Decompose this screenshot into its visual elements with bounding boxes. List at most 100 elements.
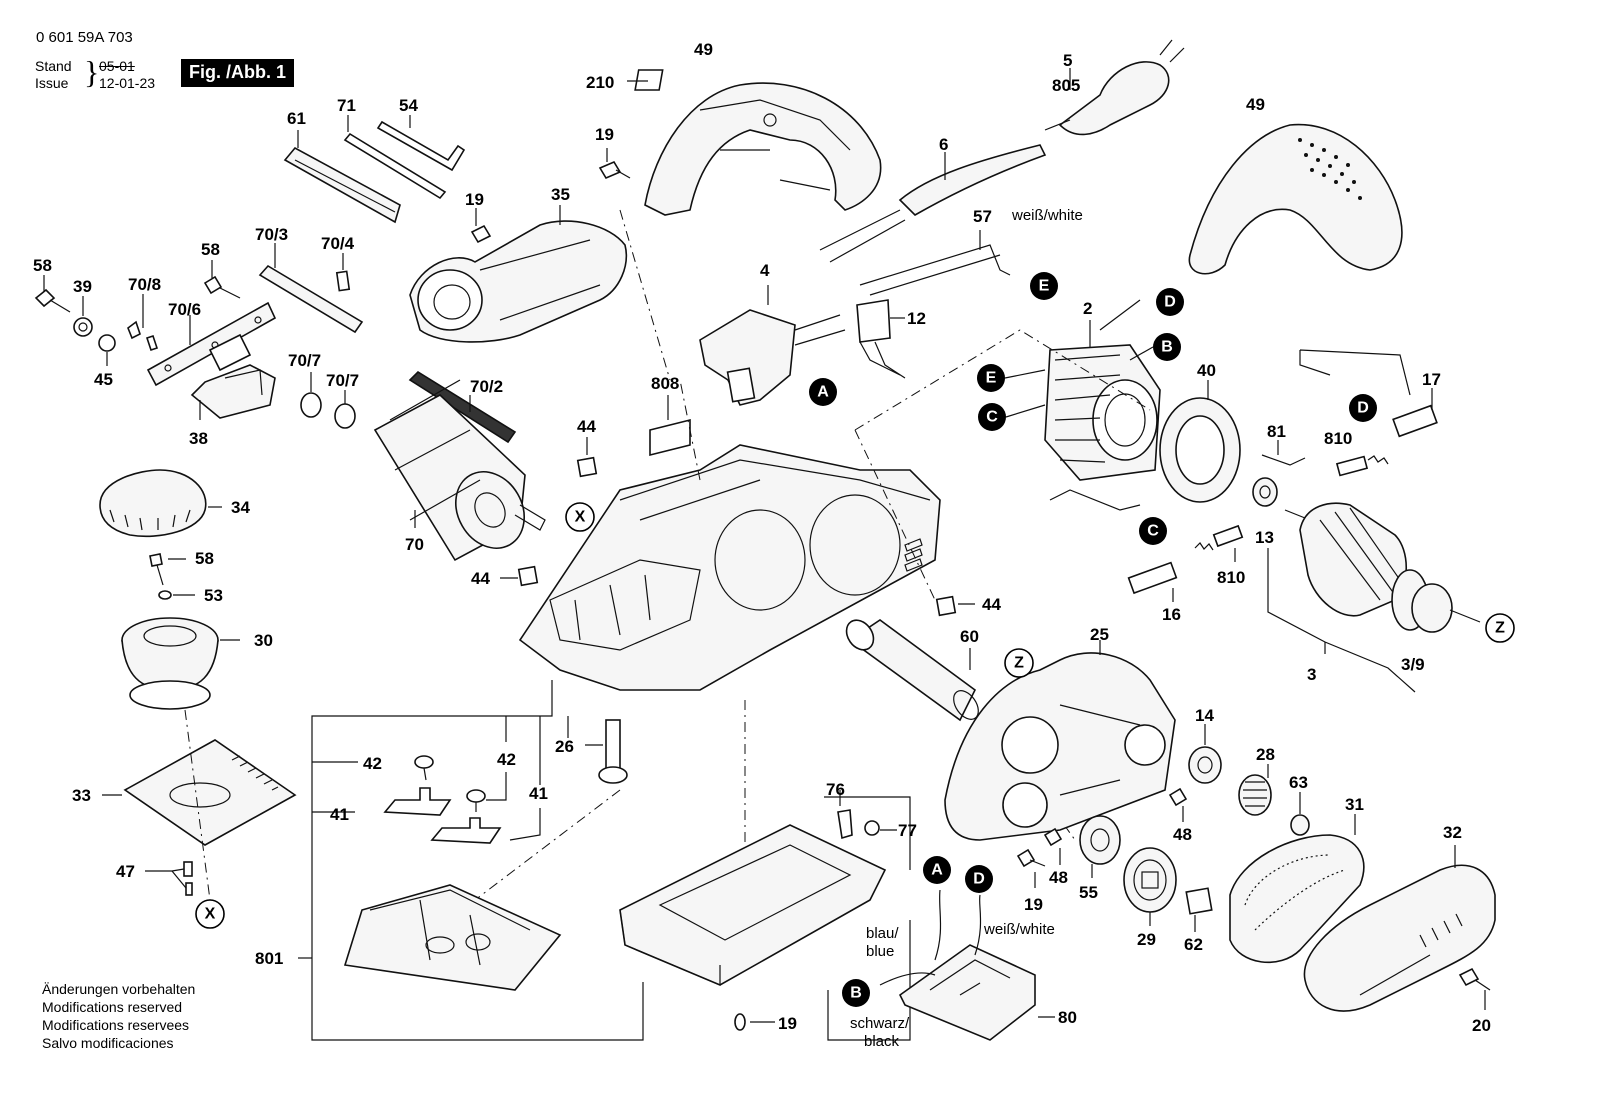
spring-part-70-4 xyxy=(335,253,351,292)
connector-D-brush: D xyxy=(1349,394,1377,422)
rail-part-70-3 xyxy=(258,243,364,334)
svg-text:E: E xyxy=(1039,278,1050,295)
switch-part-4 xyxy=(699,285,846,406)
callout-13: 13 xyxy=(1255,528,1274,547)
screw-part-19c xyxy=(1016,848,1046,888)
screw-part-58b xyxy=(203,260,241,299)
connector-D-bottom: D xyxy=(965,865,993,893)
armature-part-3 xyxy=(1267,502,1481,693)
main-housing xyxy=(518,444,941,691)
label-black-1: schwarz/ xyxy=(850,1015,910,1032)
stand-label: Stand xyxy=(35,58,72,74)
handle-part-49b xyxy=(1188,123,1403,275)
callout-48a: 48 xyxy=(1173,825,1192,844)
callout-44c: 44 xyxy=(982,595,1001,614)
knob-base-part-30 xyxy=(121,617,240,710)
callout-810a: 810 xyxy=(1324,429,1352,448)
callout-14: 14 xyxy=(1195,706,1214,725)
connector-D-stator: D xyxy=(1156,288,1184,316)
pulley-part-28 xyxy=(1238,764,1272,816)
callout-19a: 19 xyxy=(595,125,614,144)
label-white-57: weiß/white xyxy=(1011,207,1083,224)
callout-70-2: 70/2 xyxy=(470,377,503,396)
callout-31: 31 xyxy=(1345,795,1364,814)
callout-55: 55 xyxy=(1079,883,1098,902)
nut-part-62 xyxy=(1185,887,1213,932)
svg-text:X: X xyxy=(575,509,586,526)
callout-30: 30 xyxy=(254,631,273,650)
screw-part-19b xyxy=(470,208,492,244)
callout-5: 5 xyxy=(1063,51,1072,70)
depth-scale-part-33 xyxy=(102,709,297,901)
connector-E-wire: E xyxy=(1030,272,1058,300)
issue-date: 12-01-23 xyxy=(99,75,156,91)
svg-text:A: A xyxy=(931,862,943,879)
note-en: Modifications reserved xyxy=(42,999,183,1015)
handle-cover-part-49a xyxy=(644,82,882,216)
plug-part-5 xyxy=(1044,39,1185,136)
rail-part-61 xyxy=(283,130,401,224)
nut-part-44c xyxy=(935,595,975,617)
callout-70-7a: 70/7 xyxy=(288,351,321,370)
callout-60: 60 xyxy=(960,627,979,646)
clip-part-41a xyxy=(383,787,452,816)
label-blue-2: blue xyxy=(866,943,894,960)
pulley-part-29 xyxy=(1123,847,1177,926)
callout-63: 63 xyxy=(1289,773,1308,792)
label-white-bottom: weiß/white xyxy=(983,921,1055,938)
connector-B-top: B xyxy=(1153,333,1181,361)
callout-58b: 58 xyxy=(201,240,220,259)
callout-32: 32 xyxy=(1443,823,1462,842)
callout-44b: 44 xyxy=(471,569,490,588)
note-fr: Modifications reservees xyxy=(42,1017,190,1033)
cable-part-6 xyxy=(819,144,1047,263)
spring-part-76 xyxy=(837,790,853,840)
washer-part-53 xyxy=(158,590,195,600)
screw-part-48a xyxy=(1168,787,1188,822)
knob-part-39 xyxy=(73,296,93,337)
callout-70-3: 70/3 xyxy=(255,225,288,244)
callout-6: 6 xyxy=(939,135,948,154)
roller-part-70-7a xyxy=(300,372,322,418)
callout-71: 71 xyxy=(337,96,356,115)
callout-12: 12 xyxy=(907,309,926,328)
brush-part-810b xyxy=(1194,524,1244,562)
callout-17: 17 xyxy=(1422,370,1441,389)
screw-part-19d xyxy=(734,1013,775,1031)
connector-B-bottom: B xyxy=(842,979,870,1007)
fence-plate-part-70-6 xyxy=(146,301,277,387)
svg-text:A: A xyxy=(817,384,829,401)
screw-part-42b xyxy=(466,789,486,812)
callout-70: 70 xyxy=(405,535,424,554)
note-es: Salvo modificaciones xyxy=(42,1035,174,1051)
svg-text:B: B xyxy=(850,985,862,1002)
callout-61: 61 xyxy=(287,109,306,128)
sole-plate xyxy=(619,796,911,1041)
callout-42a: 42 xyxy=(363,754,382,773)
callout-49b: 49 xyxy=(1246,95,1265,114)
nut-part-44b xyxy=(500,565,539,587)
callout-70-7b: 70/7 xyxy=(326,371,359,390)
blade-part-71 xyxy=(343,115,447,200)
label-blue-1: blau/ xyxy=(866,925,899,942)
svg-text:B: B xyxy=(1161,339,1173,356)
roller-part-70-7b xyxy=(334,390,356,429)
callout-42b: 42 xyxy=(497,750,516,769)
callout-70-6: 70/6 xyxy=(168,300,201,319)
brush-holder-part-17 xyxy=(1299,349,1438,438)
stand-date: 05-01 xyxy=(99,58,135,74)
cover-part-35 xyxy=(409,205,627,343)
pin-part-26 xyxy=(585,719,628,784)
bearing-ring-part-40 xyxy=(1159,380,1241,503)
svg-text:D: D xyxy=(1357,400,1369,417)
stand-issue-dates: 05-01 12-01-23 xyxy=(99,58,155,92)
disclaimer-notes: Änderungen vorbehalten Modifications res… xyxy=(42,980,195,1052)
callout-57: 57 xyxy=(973,207,992,226)
marker-X-top: X xyxy=(565,502,595,532)
callout-47: 47 xyxy=(116,862,135,881)
dust-tube-part-60 xyxy=(845,619,979,722)
svg-text:C: C xyxy=(1147,523,1159,540)
washer-part-45 xyxy=(98,334,116,366)
callout-41a: 41 xyxy=(330,805,349,824)
callout-33: 33 xyxy=(72,786,91,805)
